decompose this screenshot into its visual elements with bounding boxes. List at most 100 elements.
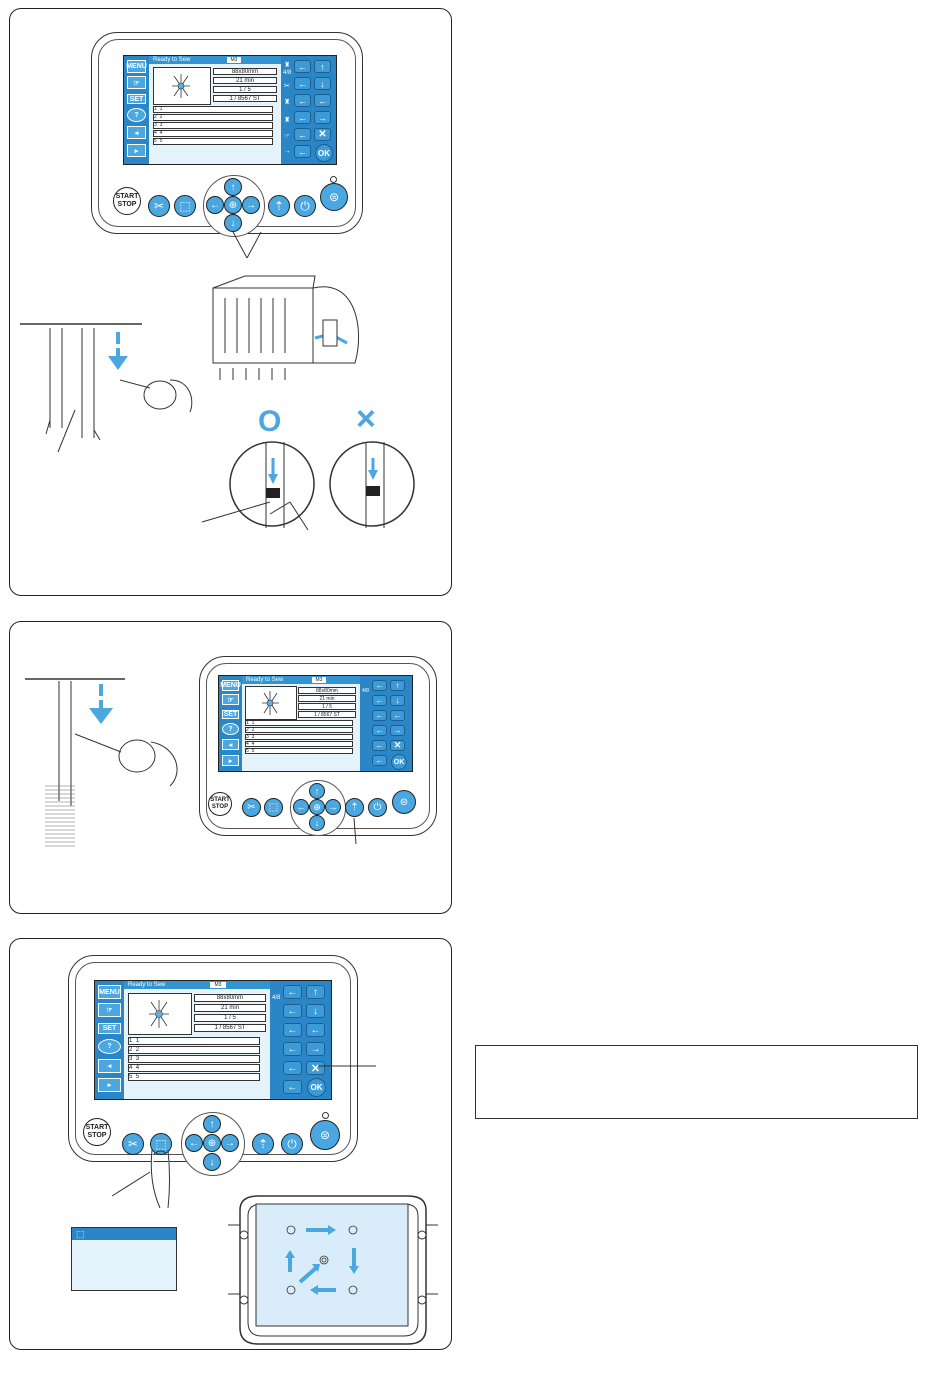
left-arrow-button[interactable]: ← [390, 710, 405, 721]
jog-center-button[interactable]: ⊕ [309, 799, 325, 815]
list-item[interactable]: 1 1 [128, 1037, 260, 1045]
jog-left-button[interactable]: ← [206, 196, 224, 214]
ok-button[interactable]: OK [307, 1078, 326, 1097]
jog-up-button[interactable]: ↑ [203, 1115, 221, 1133]
hand-icon[interactable]: ☞ [98, 1003, 121, 1017]
left-button[interactable]: ← [294, 128, 311, 141]
jog-right-button[interactable]: → [221, 1134, 239, 1152]
menu-button[interactable]: MENU [220, 680, 241, 691]
left-button[interactable]: ← [294, 111, 311, 124]
left-button[interactable]: ← [283, 1061, 302, 1075]
left-arrow-button[interactable]: ← [306, 1023, 325, 1037]
set-button[interactable]: SET [222, 710, 239, 719]
jog-center-button[interactable]: ⊕ [203, 1134, 221, 1152]
bobbin-button[interactable]: ⊜ [392, 790, 416, 814]
jog-up-button[interactable]: ↑ [224, 178, 242, 196]
list-item[interactable]: 3 3 [128, 1055, 260, 1063]
set-button[interactable]: SET [98, 1023, 121, 1034]
jog-down-button[interactable]: ↓ [309, 815, 325, 831]
left-button[interactable]: ← [294, 94, 311, 107]
list-item[interactable]: 2 2 [153, 114, 273, 121]
back-icon[interactable]: ◂ [98, 1059, 121, 1073]
list-item[interactable]: 3 3 [245, 734, 353, 740]
menu-button[interactable]: MENU [98, 985, 121, 999]
right-arrow-button[interactable]: → [306, 1042, 325, 1056]
needle-down-button[interactable]: ⏻ [294, 195, 316, 217]
trace-button[interactable]: ⬚ [264, 798, 283, 817]
left-button[interactable]: ← [283, 985, 302, 999]
needle-down-button[interactable]: ⏻ [281, 1133, 303, 1155]
needle-up-button[interactable]: ⇡ [252, 1133, 274, 1155]
bobbin-button[interactable]: ⊜ [320, 183, 348, 211]
down-button[interactable]: ↓ [390, 695, 405, 706]
jog-down-button[interactable]: ↓ [224, 214, 242, 232]
left-button[interactable]: ← [372, 680, 387, 691]
scissor-button[interactable]: ✂ [148, 195, 170, 217]
needle-up-button[interactable]: ⇡ [345, 798, 364, 817]
list-item[interactable]: 1 1 [153, 106, 273, 113]
jog-right-button[interactable]: → [242, 196, 260, 214]
list-item[interactable]: 2 2 [128, 1046, 260, 1054]
close-button[interactable]: ✕ [306, 1061, 325, 1075]
help-icon[interactable]: ? [98, 1039, 121, 1054]
list-item[interactable]: 4 4 [128, 1064, 260, 1072]
up-button[interactable]: ↑ [390, 680, 405, 691]
play-icon[interactable]: ▸ [222, 755, 239, 766]
list-item[interactable]: 5 5 [245, 748, 353, 754]
left-button[interactable]: ← [283, 1080, 302, 1094]
list-item[interactable]: 5 5 [128, 1073, 260, 1081]
jog-left-button[interactable]: ← [185, 1134, 203, 1152]
ok-button[interactable]: OK [391, 754, 407, 770]
back-icon[interactable]: ◂ [222, 739, 239, 750]
left-button[interactable]: ← [372, 710, 387, 721]
set-button[interactable]: SET [127, 94, 146, 104]
close-button[interactable]: ✕ [314, 128, 331, 141]
trace-button[interactable]: ⬚ [174, 195, 196, 217]
left-button[interactable]: ← [372, 725, 387, 736]
needle-down-button[interactable]: ⏻ [368, 798, 387, 817]
right-arrow-button[interactable]: → [314, 111, 331, 124]
scissor-button[interactable]: ✂ [122, 1133, 144, 1155]
scissor-button[interactable]: ✂ [242, 798, 261, 817]
up-button[interactable]: ↑ [314, 60, 331, 73]
left-arrow-button[interactable]: ← [314, 94, 331, 107]
list-item[interactable]: 5 5 [153, 138, 273, 145]
jog-down-button[interactable]: ↓ [203, 1153, 221, 1171]
left-button[interactable]: ← [372, 695, 387, 706]
menu-button[interactable]: MENU [126, 60, 147, 73]
help-icon[interactable]: ? [222, 723, 239, 735]
hand-icon[interactable]: ☞ [127, 76, 146, 89]
left-button[interactable]: ← [294, 60, 311, 73]
right-arrow-button[interactable]: → [390, 725, 405, 736]
list-item[interactable]: 4 4 [153, 130, 273, 137]
help-icon[interactable]: ? [127, 108, 146, 122]
ok-button[interactable]: OK [315, 144, 333, 162]
jog-left-button[interactable]: ← [293, 799, 309, 815]
left-button[interactable]: ← [372, 740, 387, 751]
jog-up-button[interactable]: ↑ [309, 783, 325, 799]
play-icon[interactable]: ▸ [98, 1078, 121, 1092]
back-icon[interactable]: ◂ [127, 126, 146, 139]
bobbin-button[interactable]: ⊜ [310, 1120, 340, 1150]
list-item[interactable]: 2 2 [245, 727, 353, 733]
list-item[interactable]: 4 4 [245, 741, 353, 747]
left-button[interactable]: ← [283, 1004, 302, 1018]
left-button[interactable]: ← [283, 1023, 302, 1037]
jog-center-button[interactable]: ⊕ [224, 196, 242, 214]
down-button[interactable]: ↓ [306, 1004, 325, 1018]
needle-up-button[interactable]: ⇡ [268, 195, 290, 217]
list-item[interactable]: 1 1 [245, 720, 353, 726]
left-button[interactable]: ← [294, 77, 311, 90]
hand-icon[interactable]: ☞ [222, 694, 239, 705]
jog-right-button[interactable]: → [325, 799, 341, 815]
left-button[interactable]: ← [283, 1042, 302, 1056]
up-button[interactable]: ↑ [306, 985, 325, 999]
trace-button[interactable]: ⬚ [150, 1133, 172, 1155]
left-button[interactable]: ← [294, 145, 311, 158]
down-button[interactable]: ↓ [314, 77, 331, 90]
close-button[interactable]: ✕ [390, 740, 405, 751]
left-button[interactable]: ← [372, 755, 387, 766]
